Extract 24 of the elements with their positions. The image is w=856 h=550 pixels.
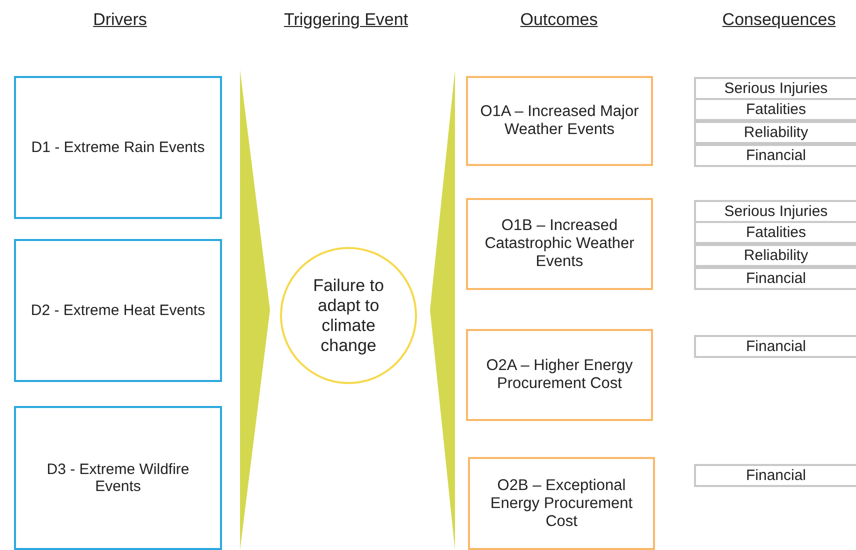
consequence-box: Financial [694,464,856,487]
driver-box: D3 - Extreme Wildfire Events [14,406,222,550]
consequence-box: Reliability [694,121,856,144]
consequence-box: Financial [694,144,856,167]
consequence-box: Serious Injuries [694,77,856,100]
consequence-box: Fatalities [694,98,856,121]
wedge-shape [430,70,455,550]
column-heading: Outcomes [520,10,598,30]
consequence-box: Financial [694,267,856,290]
consequence-box: Financial [694,335,856,358]
outcome-box: O1A – Increased Major Weather Events [466,76,653,166]
consequence-box: Serious Injuries [694,200,856,223]
outcome-box: O2B – Exceptional Energy Procurement Cost [468,457,655,550]
column-heading: Consequences [722,10,836,30]
column-heading: Drivers [93,10,147,30]
wedge-shape [240,70,270,550]
column-heading: Triggering Event [284,10,408,30]
consequence-box: Reliability [694,244,856,267]
consequence-box: Fatalities [694,221,856,244]
outcome-box: O2A – Higher Energy Procurement Cost [466,329,653,421]
driver-box: D1 - Extreme Rain Events [14,76,222,219]
event-circle: Failure to adapt to climate change [280,247,417,384]
outcome-box: O1B – Increased Catastrophic Weather Events [466,198,653,290]
driver-box: D2 - Extreme Heat Events [14,239,222,382]
